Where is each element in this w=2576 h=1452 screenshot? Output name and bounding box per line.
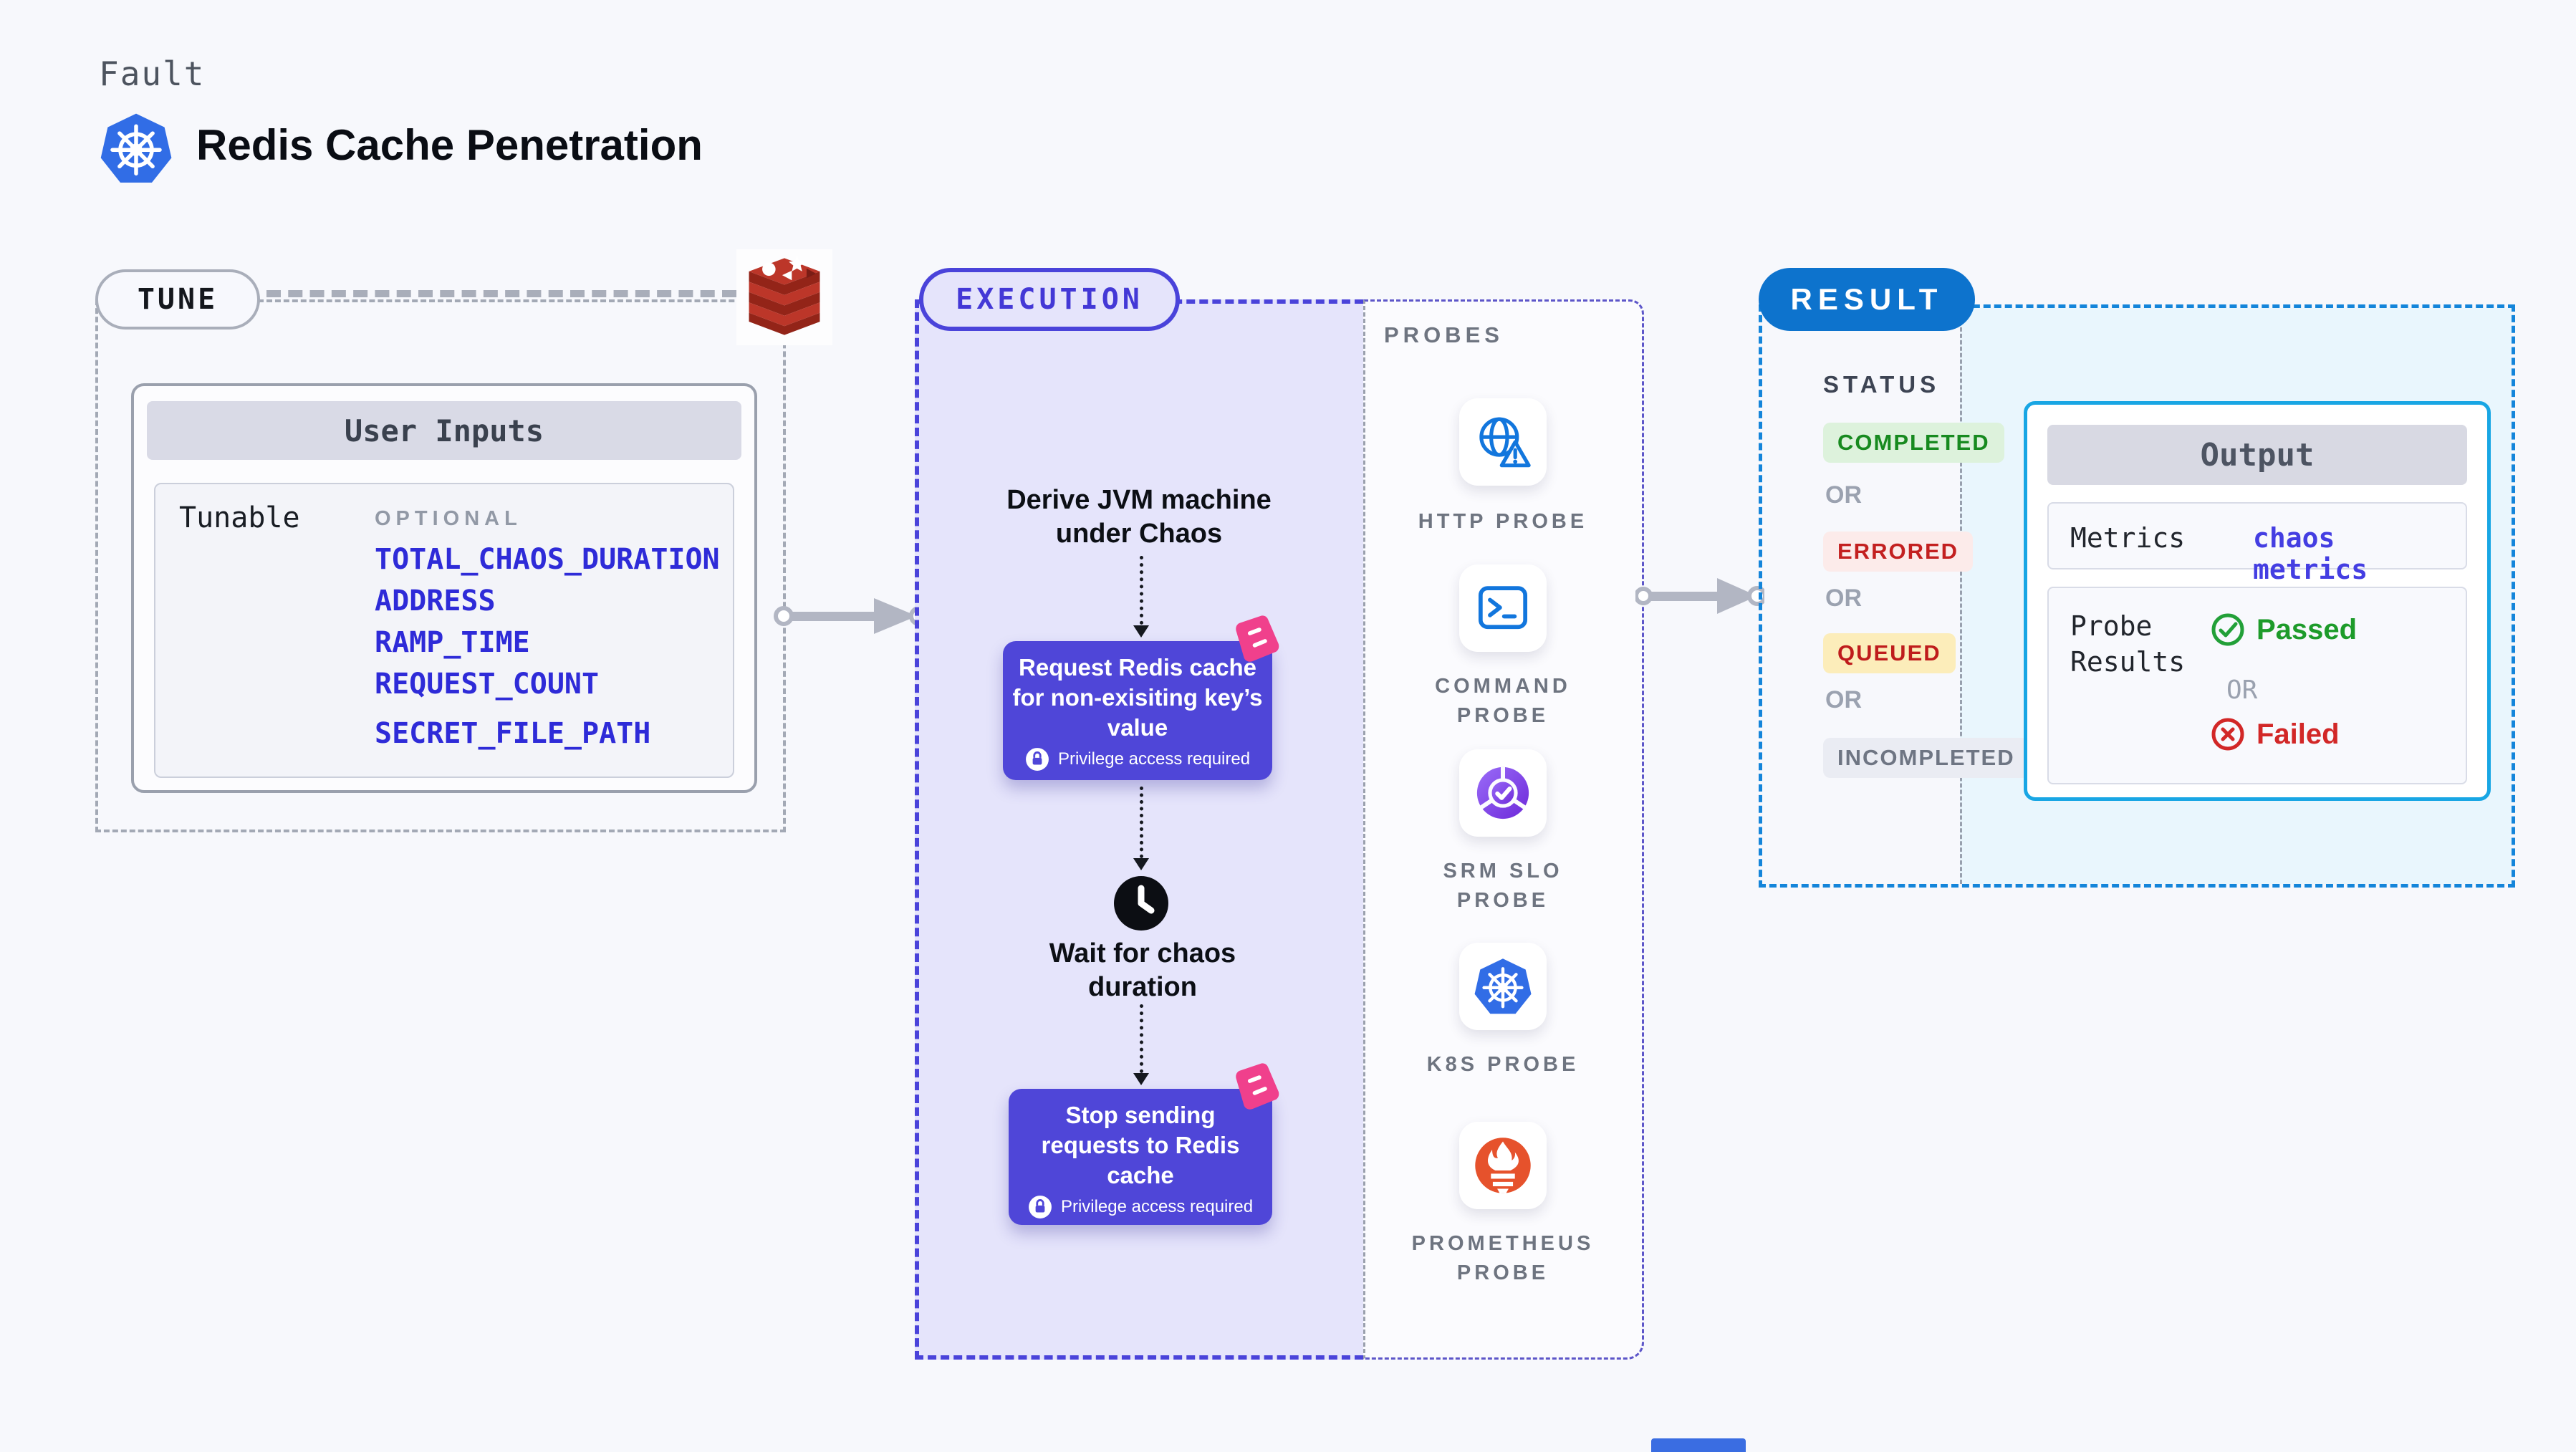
probe-label-k8s: K8S PROBE xyxy=(1426,1053,1580,1076)
flow-arrowhead-icon xyxy=(1133,1073,1149,1085)
status-heading: STATUS xyxy=(1823,371,1941,398)
or-separator: OR xyxy=(1825,585,1862,612)
or-separator: OR xyxy=(2226,675,2258,705)
lock-icon xyxy=(1029,1196,1052,1218)
clock-icon xyxy=(1114,876,1168,931)
execution-step-derive: Derive JVM machine under Chaos xyxy=(1006,485,1272,549)
flow-arrowhead-icon xyxy=(1133,858,1149,870)
arrow-execution-to-result xyxy=(1635,578,1764,614)
action-title: Request Redis cache for non-exisiting ke… xyxy=(1012,654,1263,741)
result-pill: RESULT xyxy=(1759,268,1975,331)
passed-verdict: Passed xyxy=(2211,612,2357,647)
optional-badge: OPTIONAL xyxy=(375,507,522,530)
or-separator: OR xyxy=(1825,686,1862,713)
arrow-tune-to-execution xyxy=(774,598,928,634)
flow-connector xyxy=(1140,1004,1143,1073)
failed-verdict: Failed xyxy=(2211,717,2340,751)
probe-card-srm-slo xyxy=(1459,749,1547,837)
check-circle-icon xyxy=(2211,613,2244,646)
kubernetes-icon xyxy=(100,113,172,183)
execution-step-stop-requests: Stop sending requests to Redis cache Pri… xyxy=(1009,1063,1279,1225)
tunable-input[interactable]: TOTAL_CHAOS_DURATION xyxy=(375,543,720,576)
user-inputs-title: User Inputs xyxy=(147,401,741,460)
tunable-input[interactable]: RAMP_TIME xyxy=(375,626,530,659)
globe-alert-icon xyxy=(1479,417,1531,468)
metrics-value[interactable]: chaos metrics xyxy=(2253,522,2368,585)
flow-arrowhead-icon xyxy=(1133,625,1149,638)
output-title: Output xyxy=(2047,425,2467,485)
kubernetes-icon xyxy=(1474,958,1532,1014)
probe-card-k8s xyxy=(1459,943,1547,1030)
action-title: Stop sending requests to Redis cache xyxy=(1041,1102,1240,1188)
probes-heading: PROBES xyxy=(1384,322,1504,347)
probe-card-prometheus xyxy=(1459,1122,1547,1209)
output-card: Output Metrics chaos metrics Probe Resul… xyxy=(2024,401,2491,801)
chaos-sticker-icon xyxy=(1236,1063,1279,1110)
probe-label-srm-slo: SRM SLO PROBE xyxy=(1443,860,1563,912)
probe-results-row: Probe Results Passed OR Failed xyxy=(2047,587,2467,784)
flow-connector xyxy=(1140,787,1143,858)
fault-eyebrow: Fault xyxy=(99,54,206,93)
redis-icon xyxy=(736,249,832,345)
chaos-sticker-icon xyxy=(1236,615,1279,662)
privilege-note: Privilege access required xyxy=(1060,1197,1254,1216)
tunable-input[interactable]: SECRET_FILE_PATH xyxy=(375,717,651,750)
terminal-icon xyxy=(1478,586,1528,630)
tunable-label: Tunable xyxy=(179,501,300,534)
probe-label-command: COMMAND PROBE xyxy=(1435,675,1571,727)
metrics-row: Metrics chaos metrics xyxy=(2047,502,2467,585)
tunable-panel xyxy=(154,483,734,778)
probe-label-prometheus: PROMETHEUS PROBE xyxy=(1411,1232,1595,1284)
x-circle-icon xyxy=(2211,718,2244,751)
tunable-input-list: TOTAL_CHAOS_DURATION ADDRESS RAMP_TIME R… xyxy=(375,539,720,754)
flow-connector xyxy=(1140,556,1143,625)
execution-pill: EXECUTION xyxy=(919,268,1180,331)
metrics-label: Metrics xyxy=(2070,522,2186,554)
tune-pill: TUNE xyxy=(95,269,260,330)
tune-dashed-leader xyxy=(266,290,736,297)
status-badge-incompleted: INCOMPLETED xyxy=(1823,738,2029,778)
probe-card-http xyxy=(1459,398,1547,486)
probe-results-label: Probe Results xyxy=(2070,610,2186,678)
lock-icon xyxy=(1026,748,1049,771)
prometheus-icon xyxy=(1475,1138,1531,1193)
probe-label-http: HTTP PROBE xyxy=(1418,510,1588,533)
execution-step-wait: Wait for chaos duration xyxy=(1049,938,1236,1002)
probe-card-command xyxy=(1459,564,1547,652)
cropped-bottom-element xyxy=(1651,1438,1746,1452)
failed-label: Failed xyxy=(2257,718,2340,750)
execution-step-request-redis: Request Redis cache for non-exisiting ke… xyxy=(1003,615,1279,780)
status-badge-queued: QUEUED xyxy=(1823,633,1956,673)
tunable-input[interactable]: ADDRESS xyxy=(375,585,496,617)
tune-section xyxy=(95,299,786,832)
or-separator: OR xyxy=(1825,481,1862,509)
slo-pie-check-icon xyxy=(1476,766,1529,819)
status-badge-errored: ERRORED xyxy=(1823,532,1974,572)
status-badge-completed: COMPLETED xyxy=(1823,423,2004,463)
tunable-input[interactable]: REQUEST_COUNT xyxy=(375,668,600,701)
privilege-note: Privilege access required xyxy=(1057,749,1251,769)
passed-label: Passed xyxy=(2257,613,2358,645)
page-title: Redis Cache Penetration xyxy=(196,121,703,169)
